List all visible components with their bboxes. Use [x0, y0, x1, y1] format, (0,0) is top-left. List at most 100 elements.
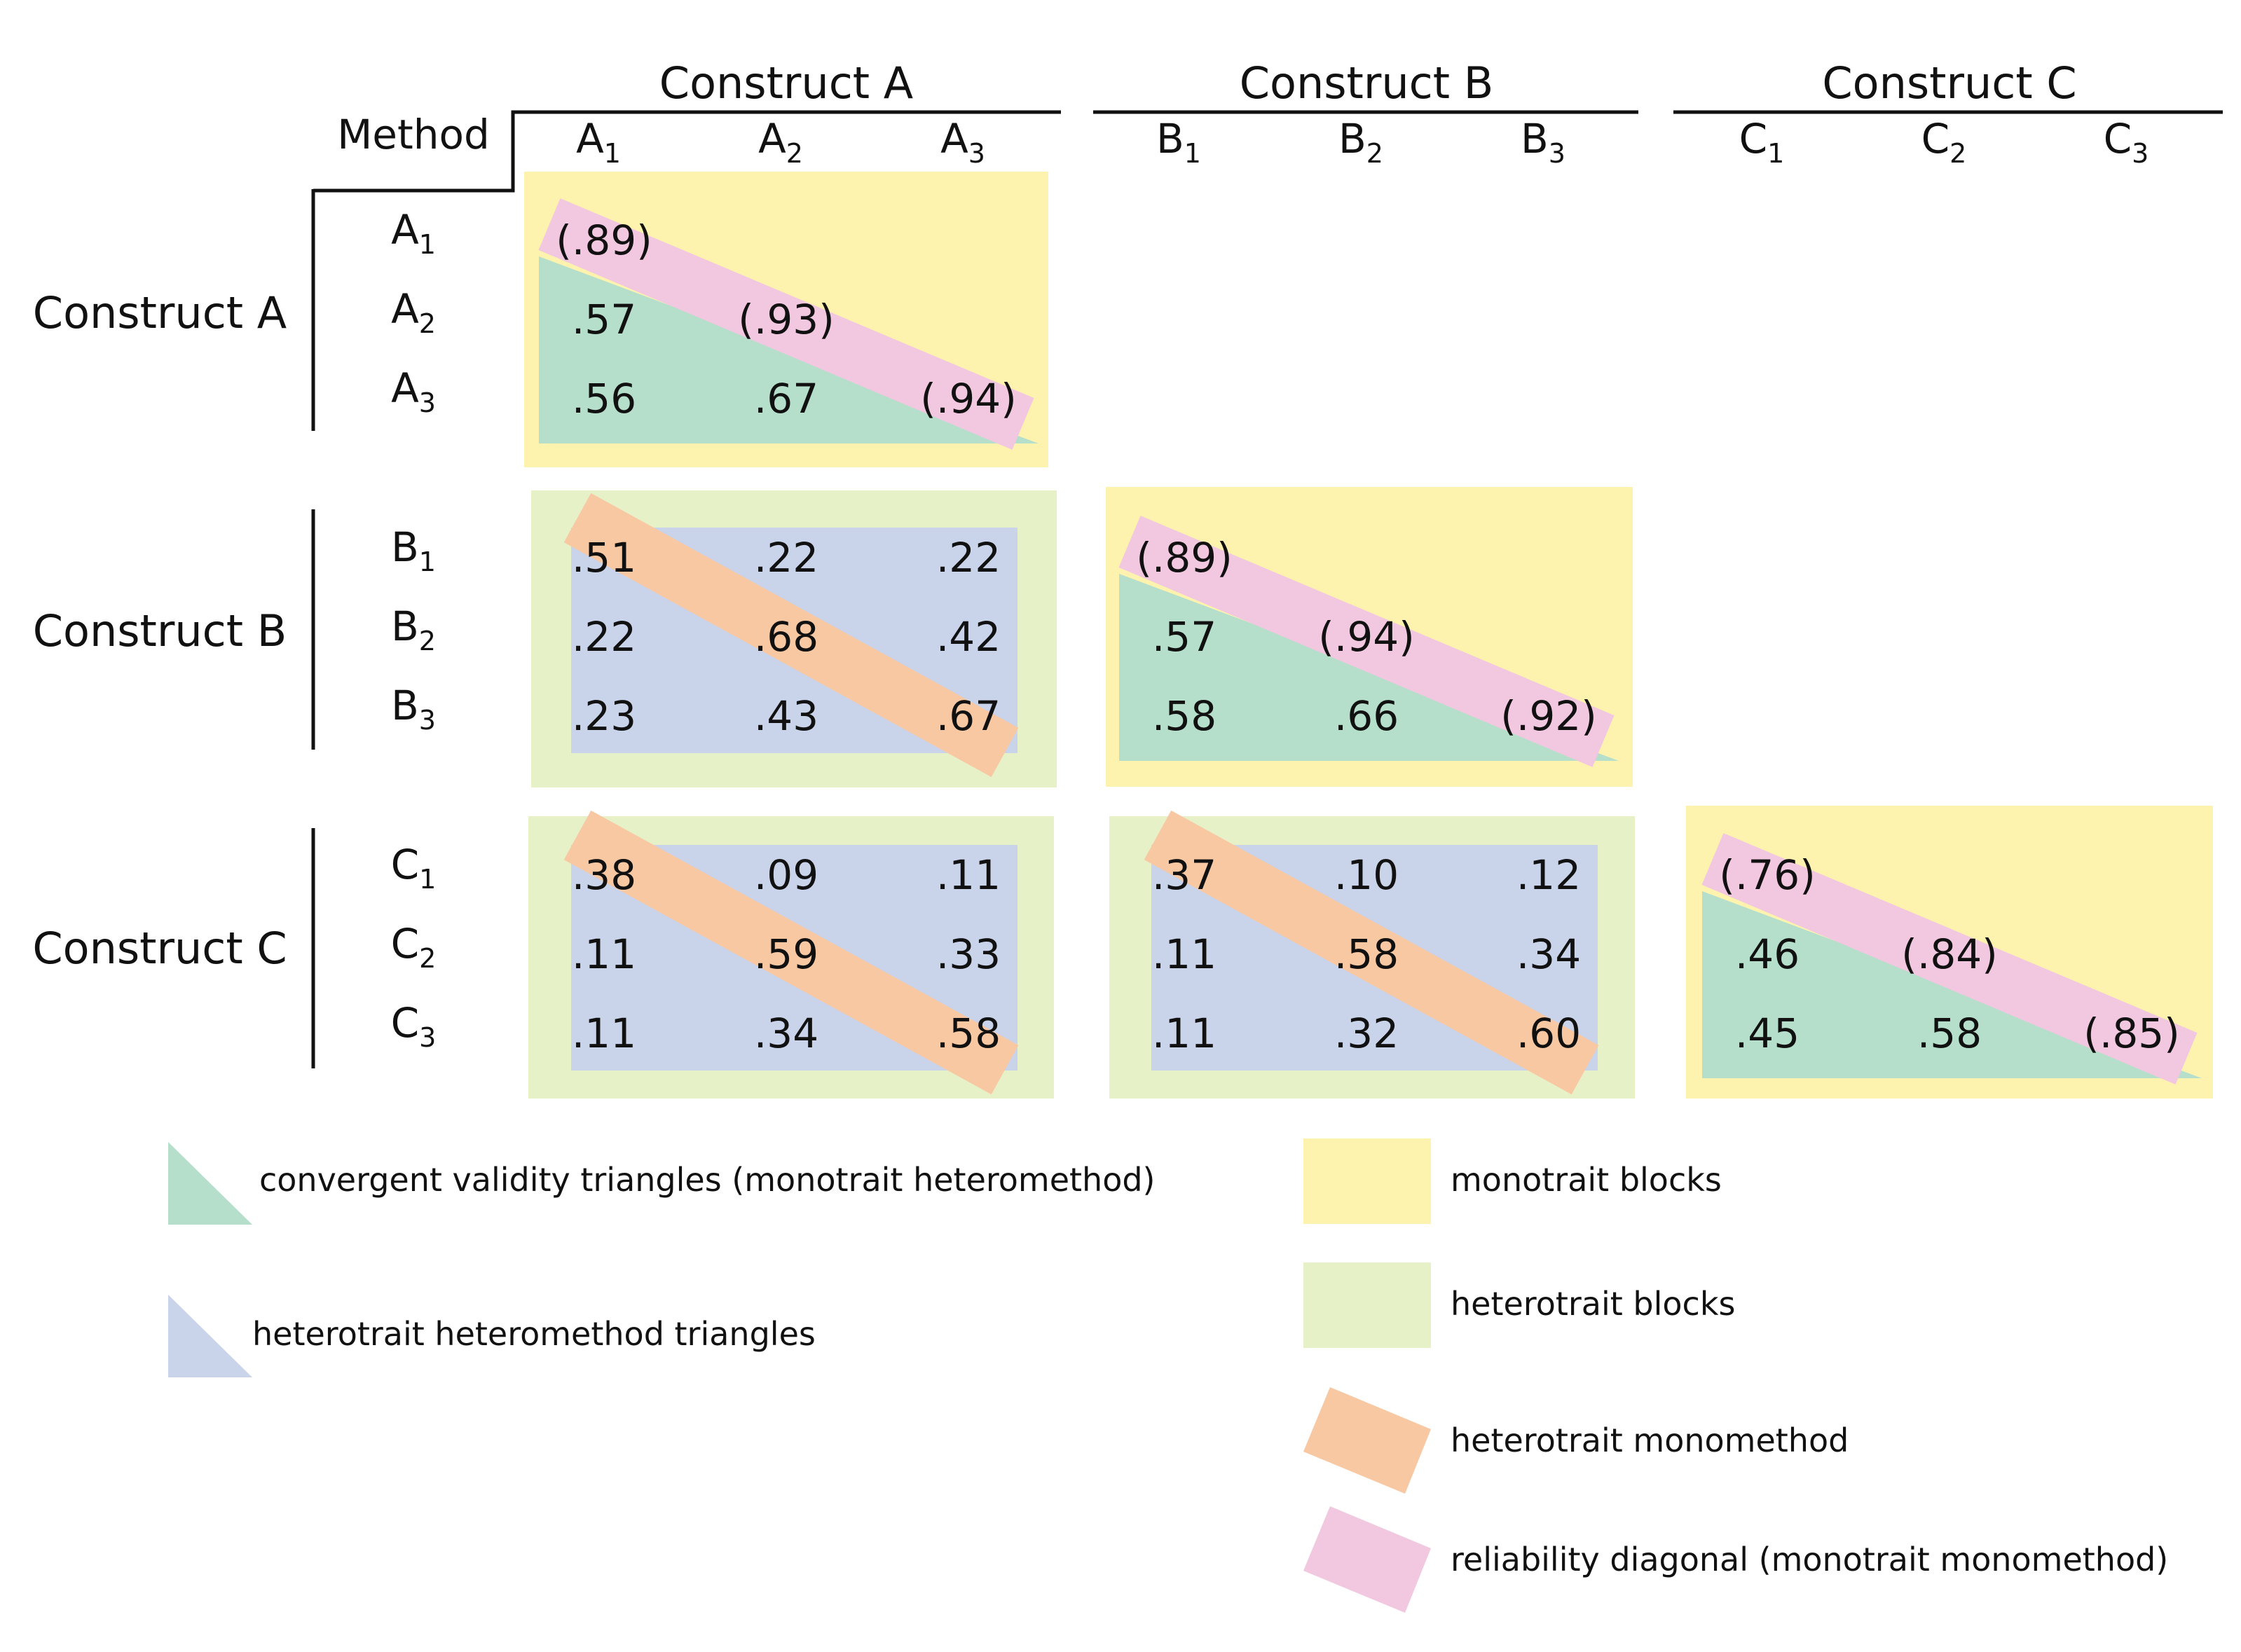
matrix-cell: .66	[1334, 692, 1399, 740]
matrix-cell: .58	[1152, 692, 1217, 740]
text-layer: (.89).57(.93).56.67(.94).51.22.22.22.68.…	[32, 57, 2179, 1057]
matrix-cell: .56	[572, 375, 636, 422]
method-subscript: 2	[419, 626, 436, 656]
header-corner-line	[313, 110, 1061, 193]
matrix-cell: .68	[754, 613, 818, 661]
method-subscript: 2	[1949, 138, 1966, 169]
construct-c-row-header: Construct C	[32, 923, 287, 974]
method-subscript: 1	[604, 138, 621, 169]
matrix-cell: (.92)	[1500, 692, 1597, 740]
matrix-cell: .58	[1917, 1010, 1982, 1057]
method-subscript: 2	[1366, 138, 1383, 169]
method-base: C	[1921, 115, 1950, 163]
legend-heterotrait-heteromethod-swatch	[168, 1295, 252, 1377]
method-column-label: B1	[1156, 115, 1201, 169]
method-base: C	[1739, 115, 1768, 163]
method-base: B	[391, 603, 419, 650]
matrix-cell: (.89)	[1136, 534, 1233, 581]
matrix-cell: .33	[936, 930, 1001, 978]
matrix-cell: .58	[936, 1010, 1001, 1057]
method-base: A	[391, 285, 419, 333]
method-subscript: 3	[419, 387, 436, 418]
method-row-label: A3	[391, 364, 436, 418]
method-base: B	[1338, 115, 1366, 163]
matrix-cell: .34	[1516, 930, 1581, 978]
method-base: B	[1156, 115, 1184, 163]
matrix-cell: (.94)	[1318, 613, 1415, 661]
construct-a-column-header: Construct A	[659, 57, 913, 109]
legend-convergent-label: convergent validity triangles (monotrait…	[259, 1161, 1156, 1199]
matrix-cell: .38	[572, 851, 636, 899]
method-base: A	[576, 115, 604, 163]
legend-heterotrait-monomethod-label: heterotrait monomethod	[1451, 1422, 1849, 1459]
method-header: Method	[337, 111, 490, 158]
method-subscript: 3	[419, 1022, 436, 1053]
method-subscript: 1	[1767, 138, 1784, 169]
method-column-label: B2	[1338, 115, 1383, 169]
legend: convergent validity triangles (monotrait…	[168, 1138, 2168, 1613]
matrix-cell: .67	[936, 692, 1001, 740]
axis-lines	[311, 110, 2223, 1068]
method-subscript: 3	[1549, 138, 1565, 169]
matrix-cell: (.85)	[2083, 1010, 2180, 1057]
method-column-label: C1	[1739, 115, 1785, 169]
matrix-cell: .11	[936, 851, 1001, 899]
reliability-band-cc	[1701, 833, 2198, 1085]
matrix-cell: (.76)	[1719, 851, 1816, 899]
method-row-label: C2	[391, 920, 437, 974]
method-column-label: A1	[576, 115, 621, 169]
matrix-cell: .37	[1152, 851, 1217, 899]
matrix-cell: .11	[572, 1010, 636, 1057]
method-row-label: B2	[391, 603, 436, 656]
matrix-cell: .51	[572, 534, 636, 581]
method-subscript: 3	[968, 138, 985, 169]
matrix-cell: .58	[1334, 930, 1399, 978]
method-column-label: A2	[758, 115, 803, 169]
heterotrait-monomethod-band-cb	[1144, 810, 1599, 1095]
matrix-cell: .11	[572, 930, 636, 978]
method-base: A	[391, 206, 419, 254]
method-base: B	[391, 682, 419, 729]
method-column-label: A3	[940, 115, 985, 169]
matrix-cell: (.84)	[1901, 930, 1998, 978]
matrix-cell: .12	[1516, 851, 1581, 899]
matrix-cell: .67	[754, 375, 818, 422]
method-base: B	[391, 523, 419, 571]
method-base: C	[391, 920, 420, 968]
construct-b-row-header: Construct B	[33, 605, 287, 656]
method-column-label: C3	[2104, 115, 2149, 169]
method-row-label: A2	[391, 285, 436, 339]
method-row-label: B1	[391, 523, 436, 577]
method-base: A	[391, 364, 419, 412]
block-layer	[524, 172, 2213, 1099]
legend-reliability-label: reliability diagonal (monotrait monometh…	[1451, 1541, 2168, 1578]
method-subscript: 1	[419, 546, 436, 577]
matrix-cell: .45	[1735, 1010, 1800, 1057]
legend-monotrait-label: monotrait blocks	[1451, 1161, 1722, 1199]
matrix-cell: (.93)	[738, 296, 835, 343]
method-base: B	[1521, 115, 1549, 163]
legend-reliability-swatch	[1303, 1506, 1431, 1613]
method-base: A	[940, 115, 968, 163]
method-row-label: C1	[391, 841, 437, 895]
method-base: C	[391, 841, 420, 888]
method-subscript: 1	[419, 864, 436, 895]
heterotrait-monomethod-band-ba	[563, 493, 1019, 778]
matrix-cell: .57	[1152, 613, 1217, 661]
method-subscript: 1	[419, 229, 436, 260]
method-subscript: 3	[2132, 138, 2149, 169]
matrix-cell: .23	[572, 692, 636, 740]
method-base: A	[758, 115, 786, 163]
heterotrait-monomethod-band-ca	[563, 810, 1019, 1095]
matrix-cell: .10	[1334, 851, 1399, 899]
construct-c-column-header: Construct C	[1822, 57, 2076, 109]
matrix-cell: .34	[754, 1010, 818, 1057]
method-subscript: 2	[419, 308, 436, 339]
method-base: C	[2104, 115, 2132, 163]
legend-heterotrait-monomethod-swatch	[1303, 1387, 1431, 1494]
method-column-label: C2	[1921, 115, 1967, 169]
legend-heterotrait-swatch	[1303, 1262, 1431, 1348]
reliability-band-bb	[1118, 516, 1615, 767]
